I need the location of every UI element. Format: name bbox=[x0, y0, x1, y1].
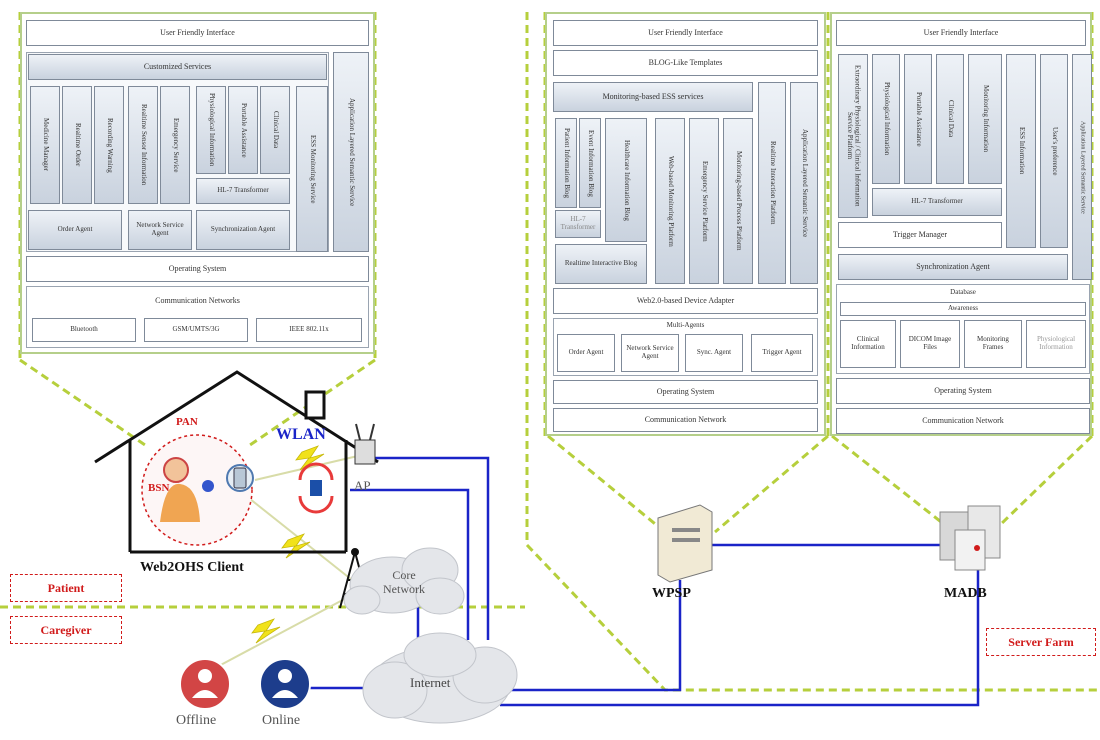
madb-os: Operating System bbox=[836, 378, 1090, 404]
ap-label: AP bbox=[354, 478, 371, 493]
client-label: Web2OHS Client bbox=[140, 560, 244, 575]
patient-figure bbox=[160, 457, 214, 522]
madb-awareness: Awareness bbox=[840, 302, 1086, 316]
madb-portable-assistance: Portable Assistance bbox=[904, 54, 932, 184]
server-farm-tag: Server Farm bbox=[986, 628, 1096, 656]
client-service-recording-warning: Recording Warning bbox=[94, 86, 124, 204]
wpsp-blog-patient: Patient Information Blog bbox=[555, 118, 577, 208]
client-service-physiological: Physiological Information bbox=[196, 86, 226, 174]
madb-ess-info: ESS Information bbox=[1006, 54, 1036, 248]
client-service-realtime-sensor: Realtime Sensor Information bbox=[128, 86, 158, 204]
madb-trigger-manager: Trigger Manager bbox=[838, 222, 1002, 248]
madb-comm: Communication Network bbox=[836, 408, 1090, 434]
madb-record-monitoring: Monitoring Frames bbox=[964, 320, 1022, 368]
client-os: Operating System bbox=[26, 256, 369, 282]
wpsp-blog-event: Event Information Blog bbox=[579, 118, 601, 208]
wpsp-platform-emergency: Emergency Service Platform bbox=[689, 118, 719, 284]
client-comm-networks: Communication Networks bbox=[28, 288, 367, 314]
wpsp-monitoring-ess: Monitoring-based ESS services bbox=[553, 82, 753, 112]
wpsp-platform-web-monitoring: Web-based Monitoring Platform bbox=[655, 118, 685, 284]
online-user-icon bbox=[259, 658, 311, 710]
wpsp-hl7: HL-7 Transformer bbox=[555, 210, 601, 238]
wpsp-templates: BLOG-Like Templates bbox=[553, 50, 818, 76]
offline-user-icon bbox=[179, 658, 231, 710]
lightning-bolts bbox=[251, 445, 325, 644]
wpsp-agent-trigger: Trigger Agent bbox=[751, 334, 813, 372]
wpsp-device-adapter: Web2.0-based Device Adapter bbox=[553, 288, 818, 314]
phone-device bbox=[226, 464, 254, 492]
client-sync-agent: Synchronization Agent bbox=[196, 210, 290, 250]
client-service-portable-assistance: Portable Assistance bbox=[228, 86, 258, 174]
wpsp-comm: Communication Network bbox=[553, 408, 818, 432]
wpsp-agent-sync: Sync. Agent bbox=[685, 334, 743, 372]
madb-database: Database bbox=[838, 286, 1088, 300]
wpsp-platform-realtime-interaction: Realtime Interaction Platform bbox=[758, 82, 786, 284]
offline-label: Offline bbox=[176, 713, 217, 728]
wpsp-multi-agents: Multi-Agents bbox=[555, 319, 816, 333]
madb-record-dicom: DICOM Image Files bbox=[900, 320, 960, 368]
client-service-clinical-data: Clinical Data bbox=[260, 86, 290, 174]
client-service-emergency: Emergency Service bbox=[160, 86, 190, 204]
madb-physiological: Physiological Information bbox=[872, 54, 900, 184]
madb-monitoring-info: Monitoring Information bbox=[968, 54, 1002, 184]
online-label: Online bbox=[262, 713, 301, 728]
client-service-realtime-order: Realtime Order bbox=[62, 86, 92, 204]
client-app-layered-semantic: Application Layered Semantic Service bbox=[333, 52, 369, 252]
madb-ui-box: User Friendly Interface bbox=[836, 20, 1086, 46]
house-outline bbox=[94, 370, 379, 554]
internet-cloud bbox=[362, 632, 518, 724]
wpsp-stack-panel: User Friendly Interface BLOG-Like Templa… bbox=[545, 12, 826, 436]
client-service-medicine-manager: Medicine Manager bbox=[30, 86, 60, 204]
client-customized-services: Customized Services bbox=[28, 54, 327, 80]
madb-extraordinary-platform: Extraordinary Physiological / Clinical I… bbox=[838, 54, 868, 218]
wpsp-ui-box: User Friendly Interface bbox=[553, 20, 818, 46]
caregiver-tag: Caregiver bbox=[10, 616, 122, 644]
client-ess-monitoring: ESS Monitoring Service bbox=[296, 86, 328, 252]
wpsp-platform-process: Monitoring-based Process Platform bbox=[723, 118, 753, 284]
patient-tag: Patient bbox=[10, 574, 122, 602]
madb-stack-panel: User Friendly Interface Extraordinary Ph… bbox=[830, 12, 1092, 436]
core-network-label: Core Network bbox=[383, 568, 425, 597]
pan-label: PAN bbox=[176, 416, 198, 428]
client-net-gsm: GSM/UMTS/3G bbox=[144, 318, 248, 342]
madb-label: MADB bbox=[944, 586, 987, 601]
madb-record-clinical: Clinical Information bbox=[840, 320, 896, 368]
wpsp-label: WPSP bbox=[652, 586, 691, 601]
client-network-service-agent: Network Service Agent bbox=[128, 210, 192, 250]
madb-clinical-data: Clinical Data bbox=[936, 54, 964, 184]
bsn-label: BSN bbox=[148, 482, 170, 494]
ap-router bbox=[354, 423, 376, 465]
wpsp-app-layered-semantic: Application Layered Semantic Service bbox=[790, 82, 818, 284]
client-hl7-transformer: HL-7 Transformer bbox=[196, 178, 290, 204]
wpsp-realtime-blog: Realtime Interactive Blog bbox=[555, 244, 647, 284]
internet-label: Internet bbox=[410, 675, 451, 690]
client-stack-panel: User Friendly Interface Customized Servi… bbox=[20, 12, 375, 354]
client-net-ieee: IEEE 802.11x bbox=[256, 318, 362, 342]
madb-hl7: HL-7 Transformer bbox=[872, 188, 1002, 216]
madb-user-preference: User's preference bbox=[1040, 54, 1068, 248]
wpsp-agent-network: Network Service Agent bbox=[621, 334, 679, 372]
wpsp-os: Operating System bbox=[553, 380, 818, 404]
madb-record-physiological: Physiological Information bbox=[1026, 320, 1086, 368]
wifi-symbol bbox=[298, 462, 334, 514]
client-ui-box: User Friendly Interface bbox=[26, 20, 369, 46]
client-net-bluetooth: Bluetooth bbox=[32, 318, 136, 342]
madb-app-layered-semantic: Application Layered Semantic Service bbox=[1072, 54, 1092, 280]
wpsp-server-icon bbox=[657, 504, 713, 583]
madb-sync-agent: Synchronization Agent bbox=[838, 254, 1068, 280]
wpsp-agent-order: Order Agent bbox=[557, 334, 615, 372]
client-order-agent: Order Agent bbox=[28, 210, 122, 250]
wpsp-blog-healthcare: Healthcare Information Blog bbox=[605, 118, 647, 242]
wlan-label: WLAN bbox=[276, 426, 326, 443]
core-network-cloud bbox=[343, 547, 465, 615]
madb-server-icon bbox=[939, 505, 1001, 571]
